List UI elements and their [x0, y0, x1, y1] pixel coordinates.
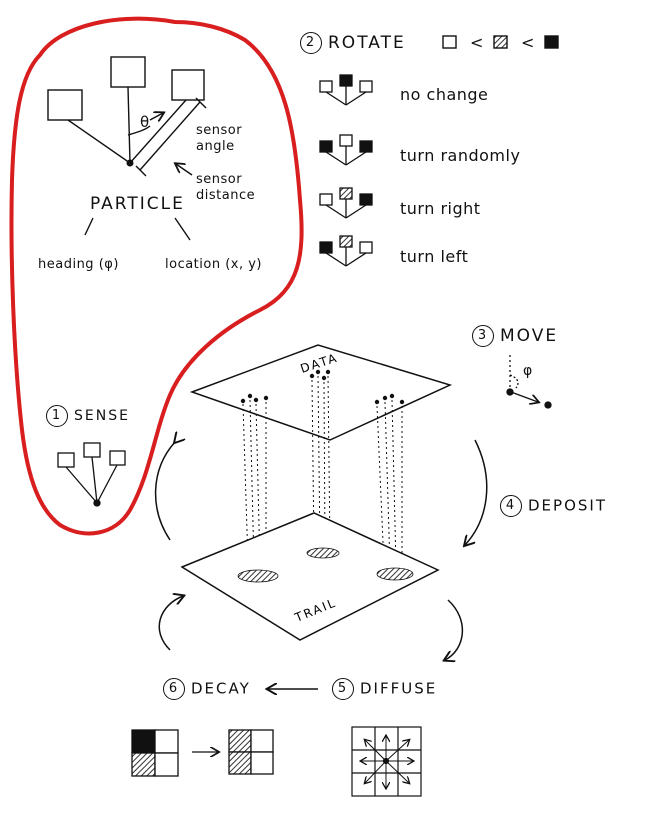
diffuse-label: DIFFUSE [360, 679, 438, 698]
step-3-number: 3 [472, 325, 494, 347]
step-2-number: 2 [300, 32, 322, 54]
left-sensor-box [47, 89, 83, 121]
legend-sep-2: < [521, 33, 535, 52]
rule-turn-right: turn right [400, 199, 481, 218]
step-1-number: 1 [46, 405, 68, 427]
move-label: MOVE [500, 326, 559, 346]
particle-sketch [47, 56, 207, 241]
sensor-distance-label: sensor distance [196, 172, 256, 203]
step-6-number: 6 [163, 678, 185, 700]
rotate-rule-glyphs [319, 74, 373, 267]
move-phi: φ [523, 363, 533, 379]
step-5-number: 5 [332, 678, 354, 700]
sense-glyph [57, 442, 126, 507]
cycle-arrows [154, 440, 488, 689]
legend-sep-1: < [470, 33, 484, 52]
theta-symbol: θ [140, 113, 150, 131]
step-4-number: 4 [500, 495, 522, 517]
decay-label: DECAY [191, 679, 251, 698]
highlight-outline [9, 16, 304, 536]
decay-heading: 6 DECAY [163, 678, 251, 700]
particle-title: PARTICLE [90, 194, 185, 214]
hatched-square-icon [493, 35, 508, 49]
rule-turn-left: turn left [400, 247, 469, 266]
rule-turn-randomly: turn randomly [400, 146, 521, 165]
right-sensor-box [171, 69, 205, 101]
diffuse-glyph [351, 726, 422, 797]
move-heading: 3 MOVE [472, 325, 558, 347]
empty-square-icon [442, 35, 457, 49]
sense-heading: 1 SENSE [46, 405, 130, 427]
rotate-legend [442, 35, 559, 49]
rule-no-change: no change [400, 85, 489, 104]
deposit-heading: 4 DEPOSIT [500, 495, 607, 517]
center-sensor-box [110, 56, 146, 88]
move-glyph [506, 355, 552, 409]
deposit-label: DEPOSIT [528, 496, 607, 515]
data-layer [189, 344, 453, 441]
sensor-angle-label: sensor angle [196, 123, 243, 154]
decay-glyph [131, 729, 274, 777]
location-label: location (x, y) [165, 257, 263, 272]
particle-dot [126, 159, 134, 167]
rotate-heading: 2 ROTATE [300, 32, 406, 54]
filled-square-icon [544, 35, 559, 49]
diffuse-heading: 5 DIFFUSE [332, 678, 437, 700]
heading-label: heading (φ) [38, 257, 119, 272]
trail-layer [180, 512, 440, 641]
rotate-label: ROTATE [328, 33, 406, 53]
sense-label: SENSE [74, 408, 130, 424]
